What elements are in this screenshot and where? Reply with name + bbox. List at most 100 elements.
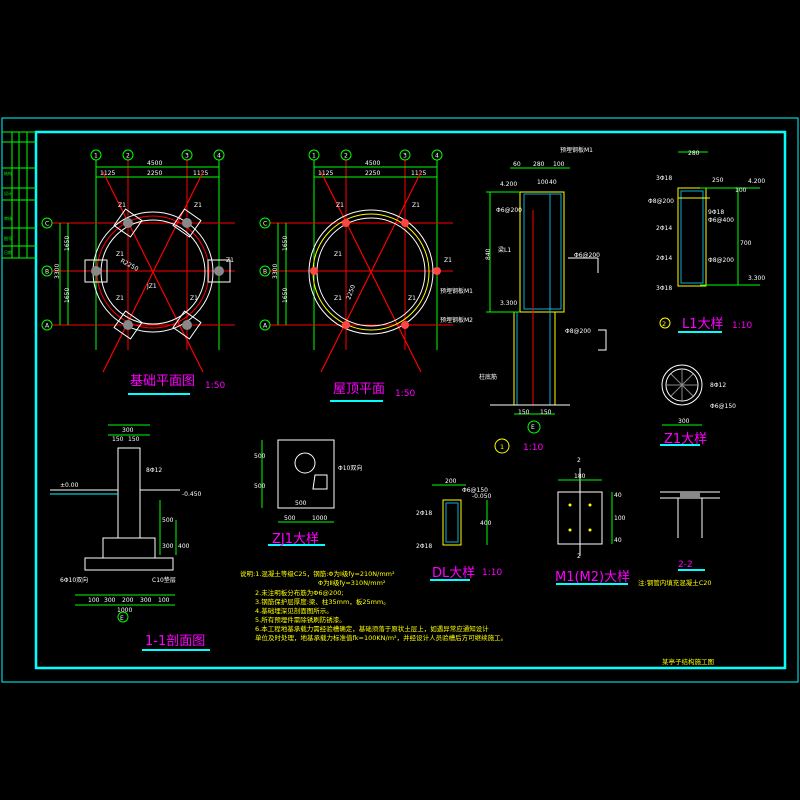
axis-bubble bbox=[340, 149, 352, 161]
elevation: ±0.00 bbox=[60, 482, 79, 489]
dim: 700 bbox=[740, 240, 752, 247]
l1-title: L1大样 bbox=[682, 317, 724, 332]
column-label: Z1 bbox=[226, 257, 234, 264]
diagonal-line bbox=[320, 171, 422, 373]
footing bbox=[172, 208, 202, 238]
rebar-label: 9Φ18 bbox=[708, 209, 724, 216]
axis-label: E bbox=[531, 424, 535, 431]
axis-label: 2 bbox=[344, 153, 348, 160]
column-label: Z1 bbox=[336, 202, 344, 209]
column bbox=[182, 218, 192, 228]
dim: 3300 bbox=[54, 264, 61, 279]
dim: 40 bbox=[614, 537, 622, 544]
title-block-cell: 日期 bbox=[4, 249, 12, 255]
dim: 300 bbox=[104, 597, 116, 604]
column-label: Z1 bbox=[408, 295, 416, 302]
dim: 150 bbox=[540, 409, 552, 416]
outer-frame bbox=[1, 117, 799, 683]
col-label: 柱底筋 bbox=[479, 373, 497, 381]
axis-bubble bbox=[308, 149, 320, 161]
column-label: Z1 bbox=[444, 257, 452, 264]
title-block-cell: 审核 bbox=[4, 215, 12, 221]
title-block-cell: 图号 bbox=[4, 235, 12, 241]
axis-bubble bbox=[90, 149, 102, 161]
center-mark: JZ1 bbox=[146, 283, 157, 290]
axis-label: B bbox=[45, 269, 49, 276]
dim: 500 bbox=[295, 500, 307, 507]
footing bbox=[113, 310, 143, 340]
dim: 280 bbox=[688, 150, 700, 157]
dim: 1125 bbox=[100, 170, 115, 177]
section-1 bbox=[486, 167, 607, 454]
cut-label: 2 bbox=[577, 553, 581, 560]
elevation: -0.050 bbox=[472, 493, 492, 500]
column bbox=[342, 219, 350, 227]
roof-plan-title: 屋顶平面 bbox=[333, 382, 385, 397]
elevation: 4.200 bbox=[500, 181, 517, 188]
ring-outline bbox=[100, 219, 206, 325]
axis-bubble bbox=[399, 149, 411, 161]
dl-title: DL大样 bbox=[432, 566, 475, 581]
m1-title: M1(M2)大样 bbox=[555, 570, 630, 585]
elevation: 3.300 bbox=[748, 275, 765, 282]
dim: 40 bbox=[614, 492, 622, 499]
dim: 2250 bbox=[365, 170, 380, 177]
section-1-1-title: 1-1剖面图 bbox=[145, 634, 205, 649]
l1-detail bbox=[659, 151, 760, 333]
dim: 400 bbox=[178, 543, 190, 550]
section-2-2 bbox=[660, 491, 720, 571]
axis-label: B bbox=[263, 269, 267, 276]
axis-bubble bbox=[41, 319, 53, 331]
column bbox=[123, 320, 133, 330]
column-label: Z1 bbox=[412, 202, 420, 209]
dim: 200 bbox=[122, 597, 134, 604]
l1-num: 2 bbox=[662, 320, 666, 328]
axis-bubble bbox=[122, 149, 134, 161]
axis-bubble bbox=[259, 265, 271, 277]
rebar-label: 2Φ14 bbox=[656, 255, 672, 262]
rebar-label: Φ8@200 bbox=[708, 257, 734, 264]
elevation: 3.300 bbox=[500, 300, 517, 307]
column bbox=[342, 321, 350, 329]
column bbox=[310, 267, 318, 275]
dim: 100 bbox=[537, 179, 549, 186]
dim: 150 bbox=[518, 409, 530, 416]
z1-title: Z1大样 bbox=[664, 432, 707, 447]
label: 预埋钢板M1 bbox=[560, 146, 593, 154]
diagonal-line bbox=[102, 171, 204, 373]
dim: 300 bbox=[678, 418, 690, 425]
axis-bubble bbox=[41, 265, 53, 277]
cut-label: 2 bbox=[577, 457, 581, 464]
dim: 100 bbox=[88, 597, 100, 604]
pad-label: C10垫层 bbox=[152, 576, 176, 584]
rebar-label: Φ8@200 bbox=[648, 198, 674, 205]
section-2-2-title: 2-2 bbox=[678, 560, 693, 570]
dim: 250 bbox=[712, 177, 724, 184]
column bbox=[214, 266, 224, 276]
axis-label: C bbox=[45, 221, 49, 228]
axis-label: E bbox=[120, 615, 124, 622]
dim: 1125 bbox=[318, 170, 333, 177]
rebar-label: Φ8@200 bbox=[565, 328, 591, 335]
dim: 100 bbox=[735, 187, 747, 194]
embed-note: 预埋钢板M1 bbox=[440, 287, 473, 295]
axis-label: C bbox=[263, 221, 267, 228]
dim: 1125 bbox=[411, 170, 426, 177]
rebar-label: Φ6@200 bbox=[496, 207, 522, 214]
dim: 500 bbox=[254, 453, 266, 460]
axis-label: A bbox=[263, 323, 268, 330]
column-label: Z1 bbox=[334, 251, 342, 258]
title-block bbox=[2, 131, 36, 259]
note-line: Φ为Ⅱ级fy=310N/mm² bbox=[318, 578, 386, 587]
rebar-label: 8Φ12 bbox=[146, 467, 162, 474]
note-line: 单位及时处理，地基承载力标准值fk=100KN/m²，并经设计人员验槽后方可继续… bbox=[255, 633, 507, 642]
axis-label: 3 bbox=[185, 153, 189, 160]
column-label: Z1 bbox=[334, 295, 342, 302]
rebar-label: Φ10双向 bbox=[338, 464, 362, 472]
dim: 2250 bbox=[147, 170, 162, 177]
rebar-label: 3Φ18 bbox=[656, 175, 672, 182]
dim: 3300 bbox=[272, 264, 279, 279]
section-1-1 bbox=[50, 424, 210, 651]
elevation: -0.450 bbox=[182, 491, 202, 498]
